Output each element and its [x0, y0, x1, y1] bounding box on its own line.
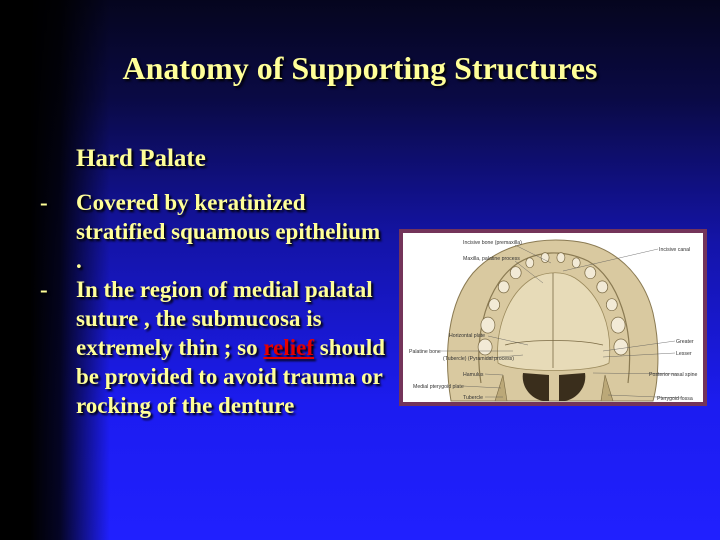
label-greater: Greater — [676, 339, 694, 345]
label-tubercle: Tubercle — [463, 395, 483, 401]
tooth — [480, 316, 496, 334]
right-choana — [559, 373, 586, 401]
leader-lines — [441, 244, 682, 399]
tooth — [477, 338, 493, 356]
bullet-marker: - — [40, 190, 48, 215]
tooth — [610, 316, 626, 334]
bullet-item: - In the region of medial palatal suture… — [40, 275, 385, 420]
bullet-item: - Covered by keratinized stratified squa… — [40, 188, 385, 275]
tooth — [497, 280, 510, 294]
transverse-palatine-suture — [504, 340, 604, 346]
bullet-text-after: should be provided to avoid trauma or ro… — [76, 335, 385, 418]
label-incisive-bone: Incisive bone (premaxilla) — [463, 240, 522, 246]
bullet-text-before: In the region of medial palatal suture ,… — [76, 277, 373, 360]
tooth — [556, 252, 566, 263]
tooth — [540, 252, 550, 263]
label-lesser: Lesser — [676, 351, 692, 357]
label-maxilla-palatine: Maxilla, palatine process — [463, 256, 520, 262]
label-horizontal-plate: Horizontal plate — [449, 333, 485, 339]
bullet-marker: - — [40, 277, 48, 302]
bullet-list: - Covered by keratinized stratified squa… — [40, 188, 385, 420]
left-choana — [522, 373, 549, 401]
slide-title: Anatomy of Supporting Structures — [122, 50, 598, 86]
label-posterior-nasal-spine: Posterior nasal spine — [649, 372, 698, 378]
figure-canvas: Incisive bone (premaxilla) Maxilla, pala… — [403, 233, 703, 402]
label-incisive-canal: Incisive canal — [659, 247, 690, 253]
relief-link[interactable]: relief — [263, 335, 315, 360]
right-pterygoid-plate — [600, 374, 614, 402]
bullet-text: Covered by keratinized stratified squamo… — [76, 190, 381, 273]
tooth — [525, 257, 535, 269]
palatal-vault — [497, 272, 611, 371]
tooth — [571, 257, 581, 269]
slide-subtitle: Hard Palate — [76, 145, 206, 172]
palate-illustration: Incisive bone (premaxilla) Maxilla, pala… — [409, 239, 698, 402]
label-hamulus: Hamulus — [463, 372, 484, 378]
tooth — [605, 298, 618, 312]
label-palatine-bone: Palatine bone — [409, 349, 441, 355]
tooth — [488, 298, 501, 312]
tooth — [613, 338, 629, 356]
label-pterygoid-fossa: Pterygoid fossa — [657, 396, 693, 402]
dental-arch — [478, 252, 631, 384]
tooth — [596, 280, 609, 294]
tooth — [584, 266, 597, 280]
tooth — [509, 266, 522, 280]
label-tubercle-pyramidal: (Tubercle) (Pyramidal process) — [443, 356, 514, 362]
label-medial-pterygoid: Medial pterygoid plate — [413, 384, 464, 390]
hard-palate-figure: Incisive bone (premaxilla) Maxilla, pala… — [399, 229, 707, 406]
